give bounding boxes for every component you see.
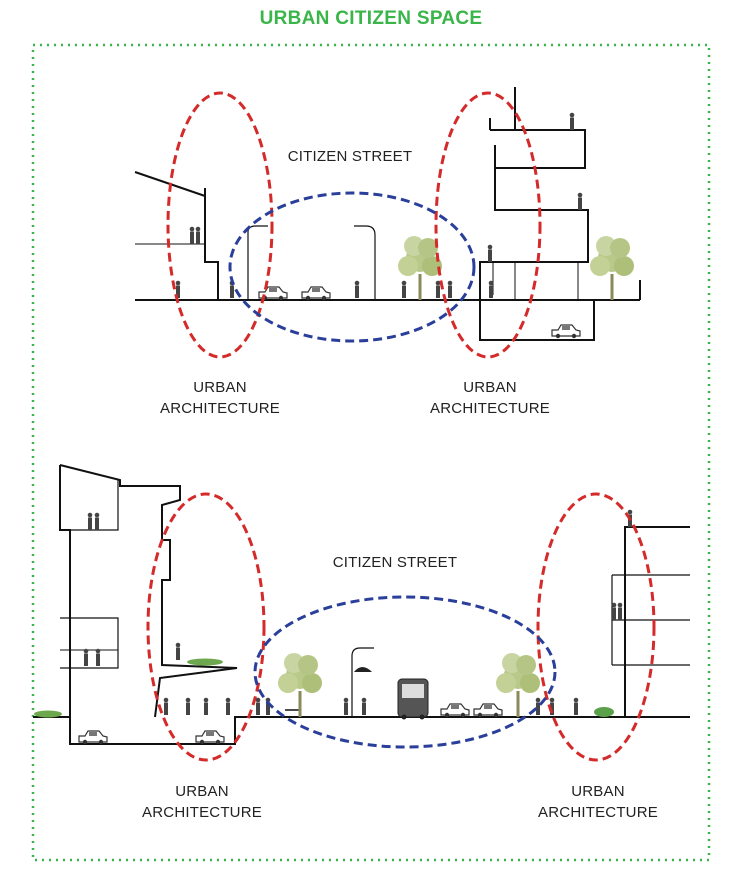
top-right-label-line2: ARCHITECTURE — [430, 400, 550, 417]
top-street-ellipse — [228, 191, 476, 343]
top-street-label: CITIZEN STREET — [287, 148, 413, 165]
top-left-label-line1: URBAN — [193, 379, 247, 396]
bottom-right-label-line1: URBAN — [571, 783, 625, 800]
bottom-right-architecture-ellipse — [536, 492, 656, 762]
diagram-title: URBAN CITIZEN SPACE — [259, 8, 483, 29]
bottom-left-label-line1: URBAN — [175, 783, 229, 800]
bus-shape — [397, 678, 429, 720]
top-right-label-line1: URBAN — [463, 379, 517, 396]
top-left-label-line2: ARCHITECTURE — [160, 400, 280, 417]
bottom-section-drawing — [33, 464, 690, 745]
frame-border — [31, 43, 711, 862]
bottom-right-label-line2: ARCHITECTURE — [538, 804, 658, 821]
bottom-left-label-line2: ARCHITECTURE — [142, 804, 262, 821]
top-section-drawing — [134, 87, 641, 341]
bottom-section-figures — [34, 509, 633, 745]
top-left-architecture-ellipse — [166, 91, 274, 359]
bottom-left-architecture-ellipse — [146, 492, 266, 762]
bottom-street-label: CITIZEN STREET — [332, 554, 458, 571]
top-right-architecture-ellipse — [434, 91, 542, 359]
bottom-street-ellipse — [253, 595, 557, 749]
